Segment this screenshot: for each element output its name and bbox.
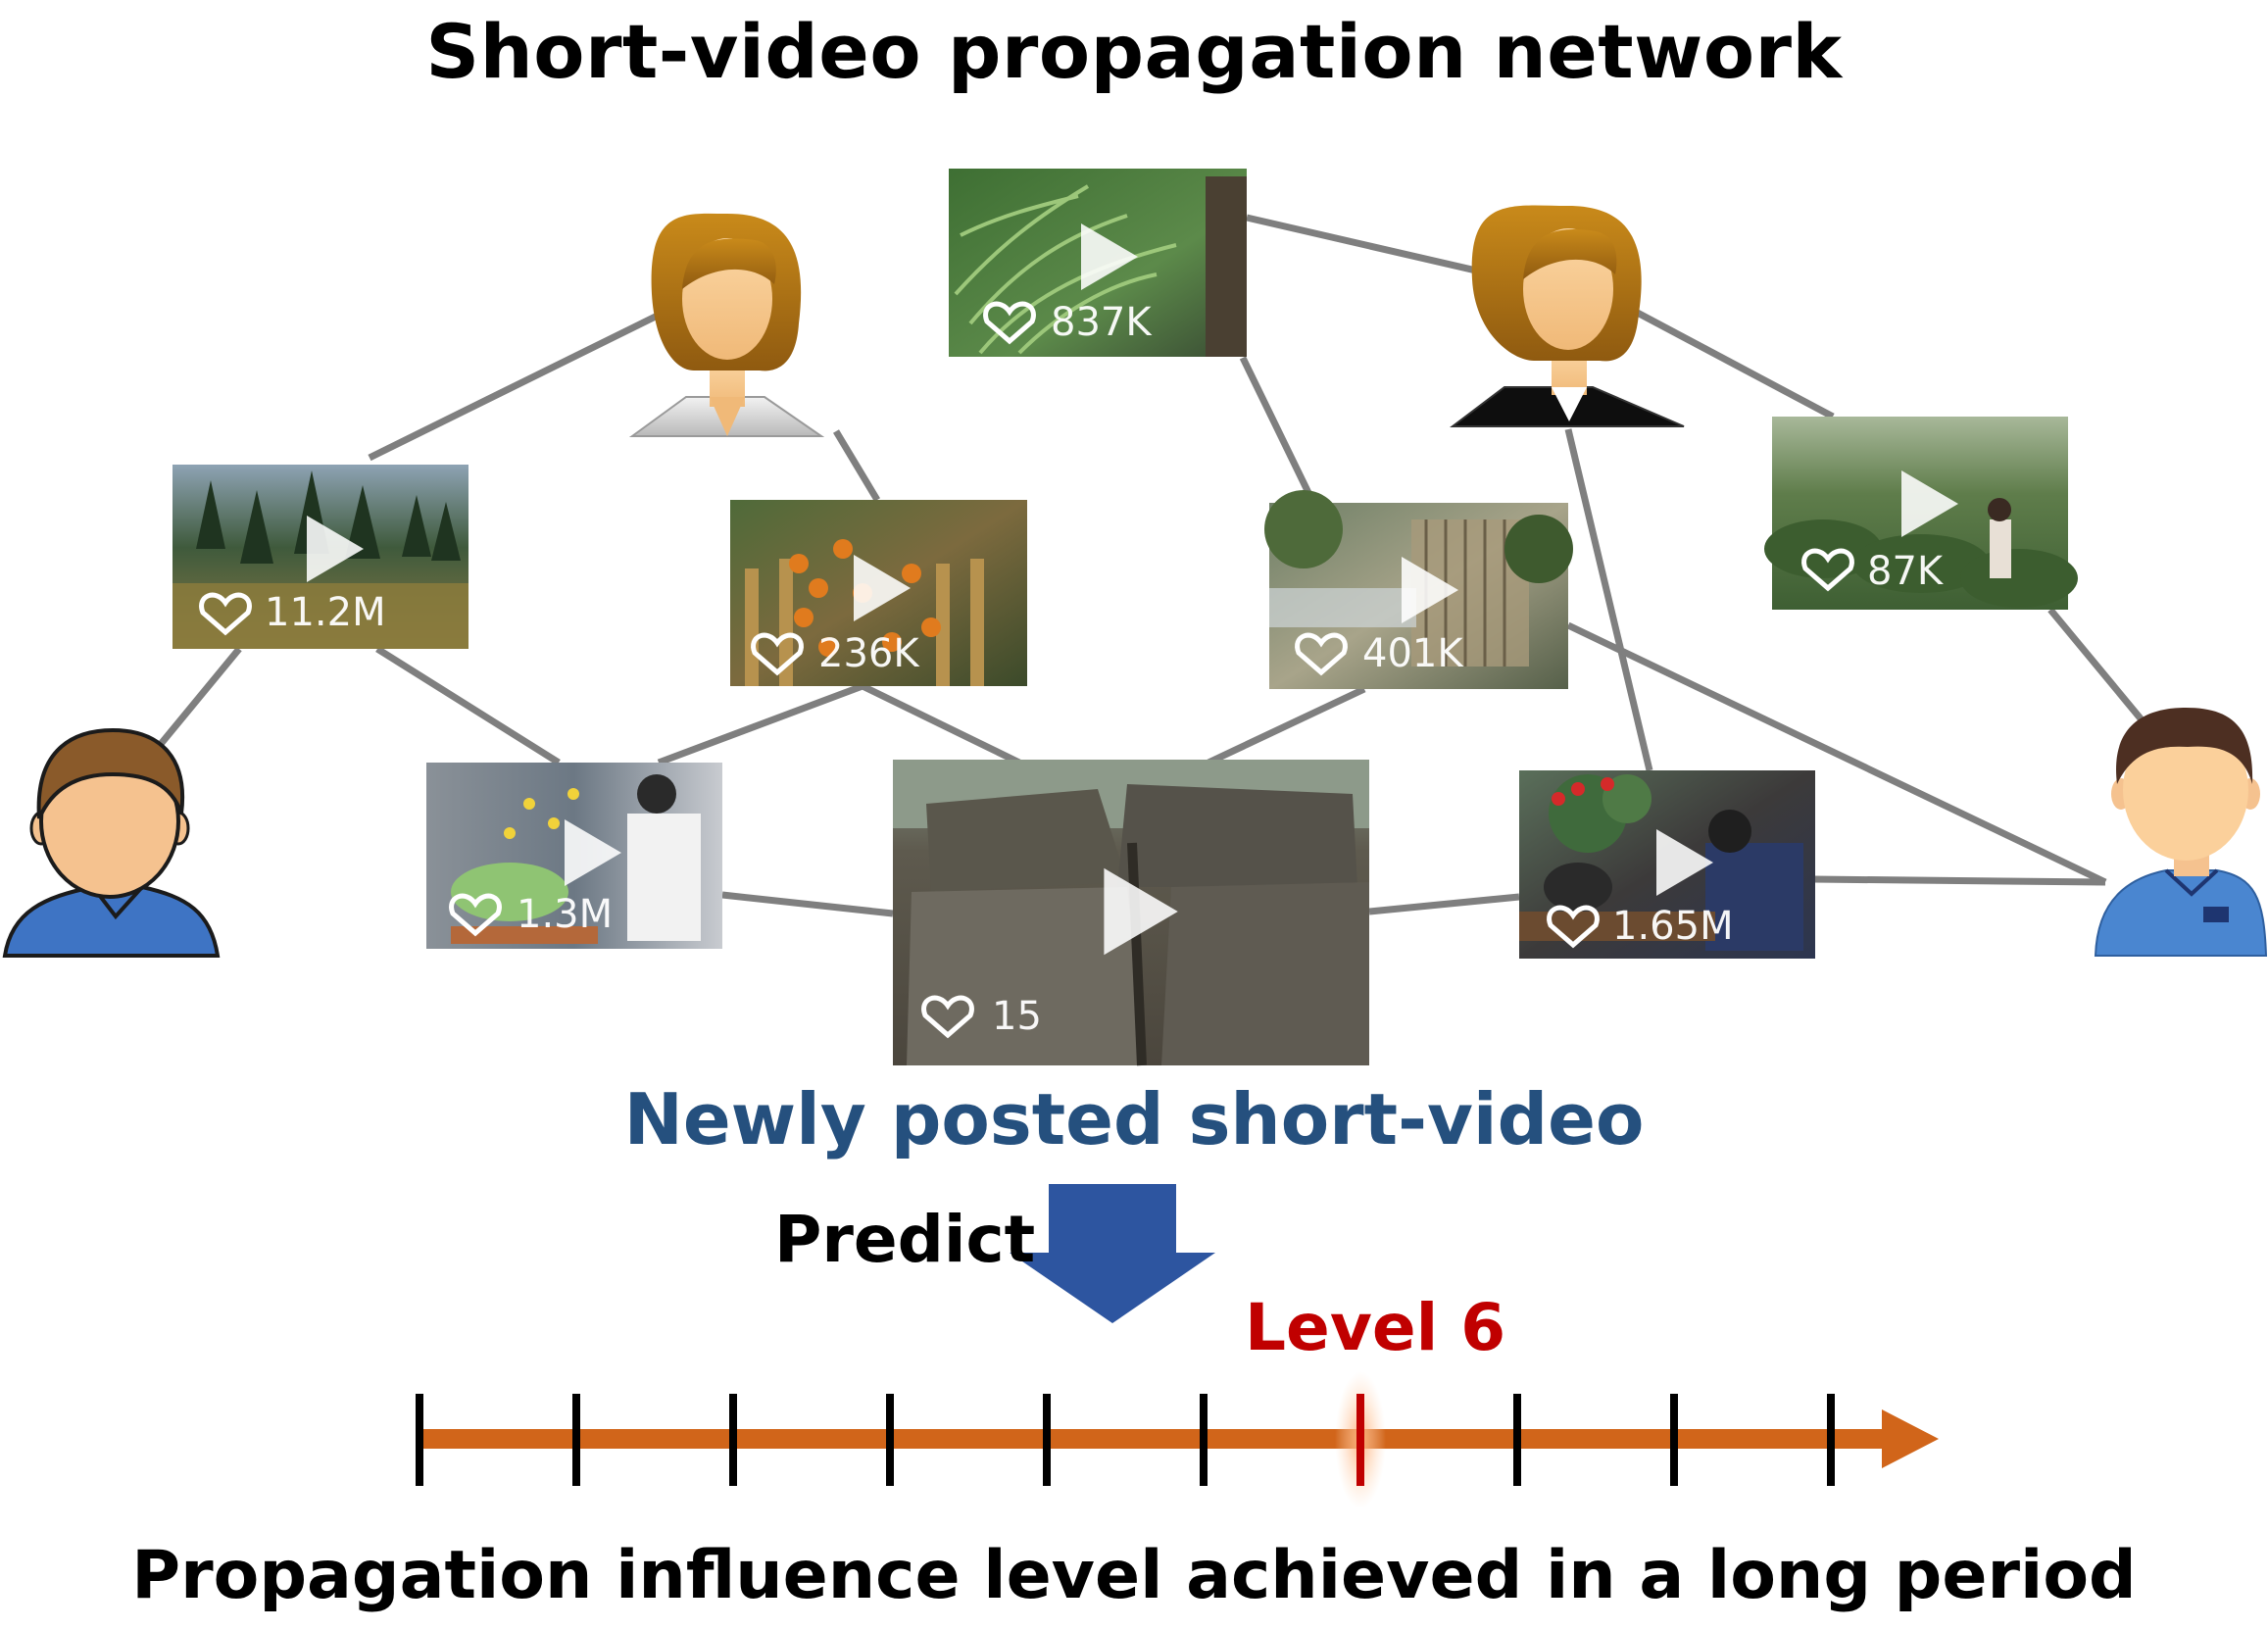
network-edge: [1566, 621, 2107, 886]
heart-icon: [921, 995, 974, 1039]
video-likes: 1.3M: [517, 892, 613, 937]
video-likes: 401K: [1362, 631, 1464, 676]
edge-group: [149, 214, 2147, 917]
new-video-label: Newly posted short-video: [623, 1078, 1645, 1161]
user-woman-left-icon: [628, 213, 825, 437]
network-edge: [1368, 893, 1520, 915]
network-edge: [1239, 356, 1317, 505]
network-edge: [368, 300, 683, 462]
heart-icon: [199, 592, 252, 636]
network-edge: [1246, 214, 1515, 283]
axis-arrowhead-icon: [1882, 1409, 1939, 1468]
heart-icon: [983, 301, 1036, 345]
predict-label: Predict: [774, 1202, 1036, 1277]
diagram-title: Short-video propagation network: [425, 8, 1843, 95]
network-edge: [1207, 685, 1366, 766]
bottom-caption: Propagation influence level achieved in …: [131, 1537, 2137, 1614]
influence-level-scale: [416, 1371, 1939, 1508]
heart-icon: [1801, 548, 1854, 592]
network-edge: [1564, 428, 1653, 771]
video-card-2[interactable]: 236K: [730, 500, 1027, 686]
video-card-4[interactable]: 401K: [1264, 490, 1573, 689]
heart-icon: [449, 893, 502, 937]
network-edge: [375, 646, 561, 766]
heart-icon: [1547, 905, 1600, 949]
down-arrow-icon: [1010, 1184, 1215, 1323]
video-card-5[interactable]: 87K: [1764, 417, 2078, 610]
video-likes: 236K: [818, 631, 920, 676]
video-likes: 87K: [1867, 549, 1945, 594]
video-likes: 15: [992, 994, 1042, 1039]
video-likes: 837K: [1051, 300, 1153, 345]
network-edge: [832, 429, 881, 502]
video-card-3[interactable]: 837K: [949, 169, 1247, 357]
video-card-6[interactable]: 1.3M: [426, 763, 722, 949]
user-man-left-icon: [2, 727, 221, 958]
heart-icon: [1295, 632, 1348, 676]
video-likes: 11.2M: [265, 590, 386, 635]
network-edge: [657, 682, 864, 766]
video-card-new[interactable]: 15: [893, 760, 1369, 1066]
network-edge: [149, 646, 242, 758]
network-edge: [721, 891, 894, 917]
predicted-level-label: Level 6: [1245, 1290, 1506, 1365]
video-card-8[interactable]: 1.65M: [1519, 770, 1815, 959]
network-edge: [1628, 305, 1835, 420]
user-woman-right-icon: [1450, 205, 1685, 427]
video-likes: 1.65M: [1612, 904, 1734, 949]
network-edge: [861, 682, 1021, 766]
user-man-right-icon: [2094, 708, 2268, 957]
heart-icon: [751, 632, 804, 676]
network-edge: [2047, 607, 2147, 726]
network-edge: [1812, 875, 2106, 886]
video-card-1[interactable]: 11.2M: [173, 465, 468, 649]
